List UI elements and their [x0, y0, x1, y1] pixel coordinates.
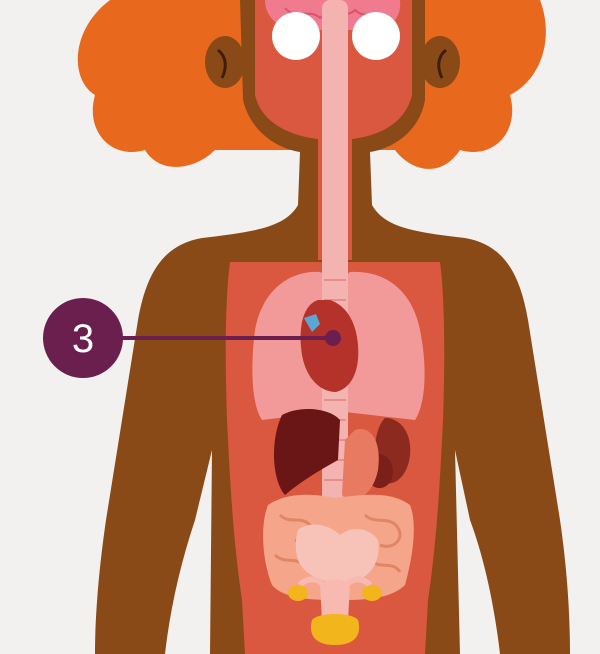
- marker-3[interactable]: 3: [43, 298, 123, 378]
- small-intestine: [295, 524, 379, 583]
- right-ovary: [362, 585, 382, 601]
- left-eye: [272, 12, 320, 60]
- marker-circle: [43, 298, 123, 378]
- marker-number: 3: [72, 317, 94, 361]
- marker-target-dot: [325, 330, 341, 346]
- liver: [274, 408, 340, 495]
- bladder: [310, 614, 360, 645]
- left-ovary: [288, 585, 308, 601]
- right-lung: [342, 271, 425, 420]
- right-eye: [352, 12, 400, 60]
- aorta: [304, 314, 320, 332]
- stomach: [342, 429, 379, 500]
